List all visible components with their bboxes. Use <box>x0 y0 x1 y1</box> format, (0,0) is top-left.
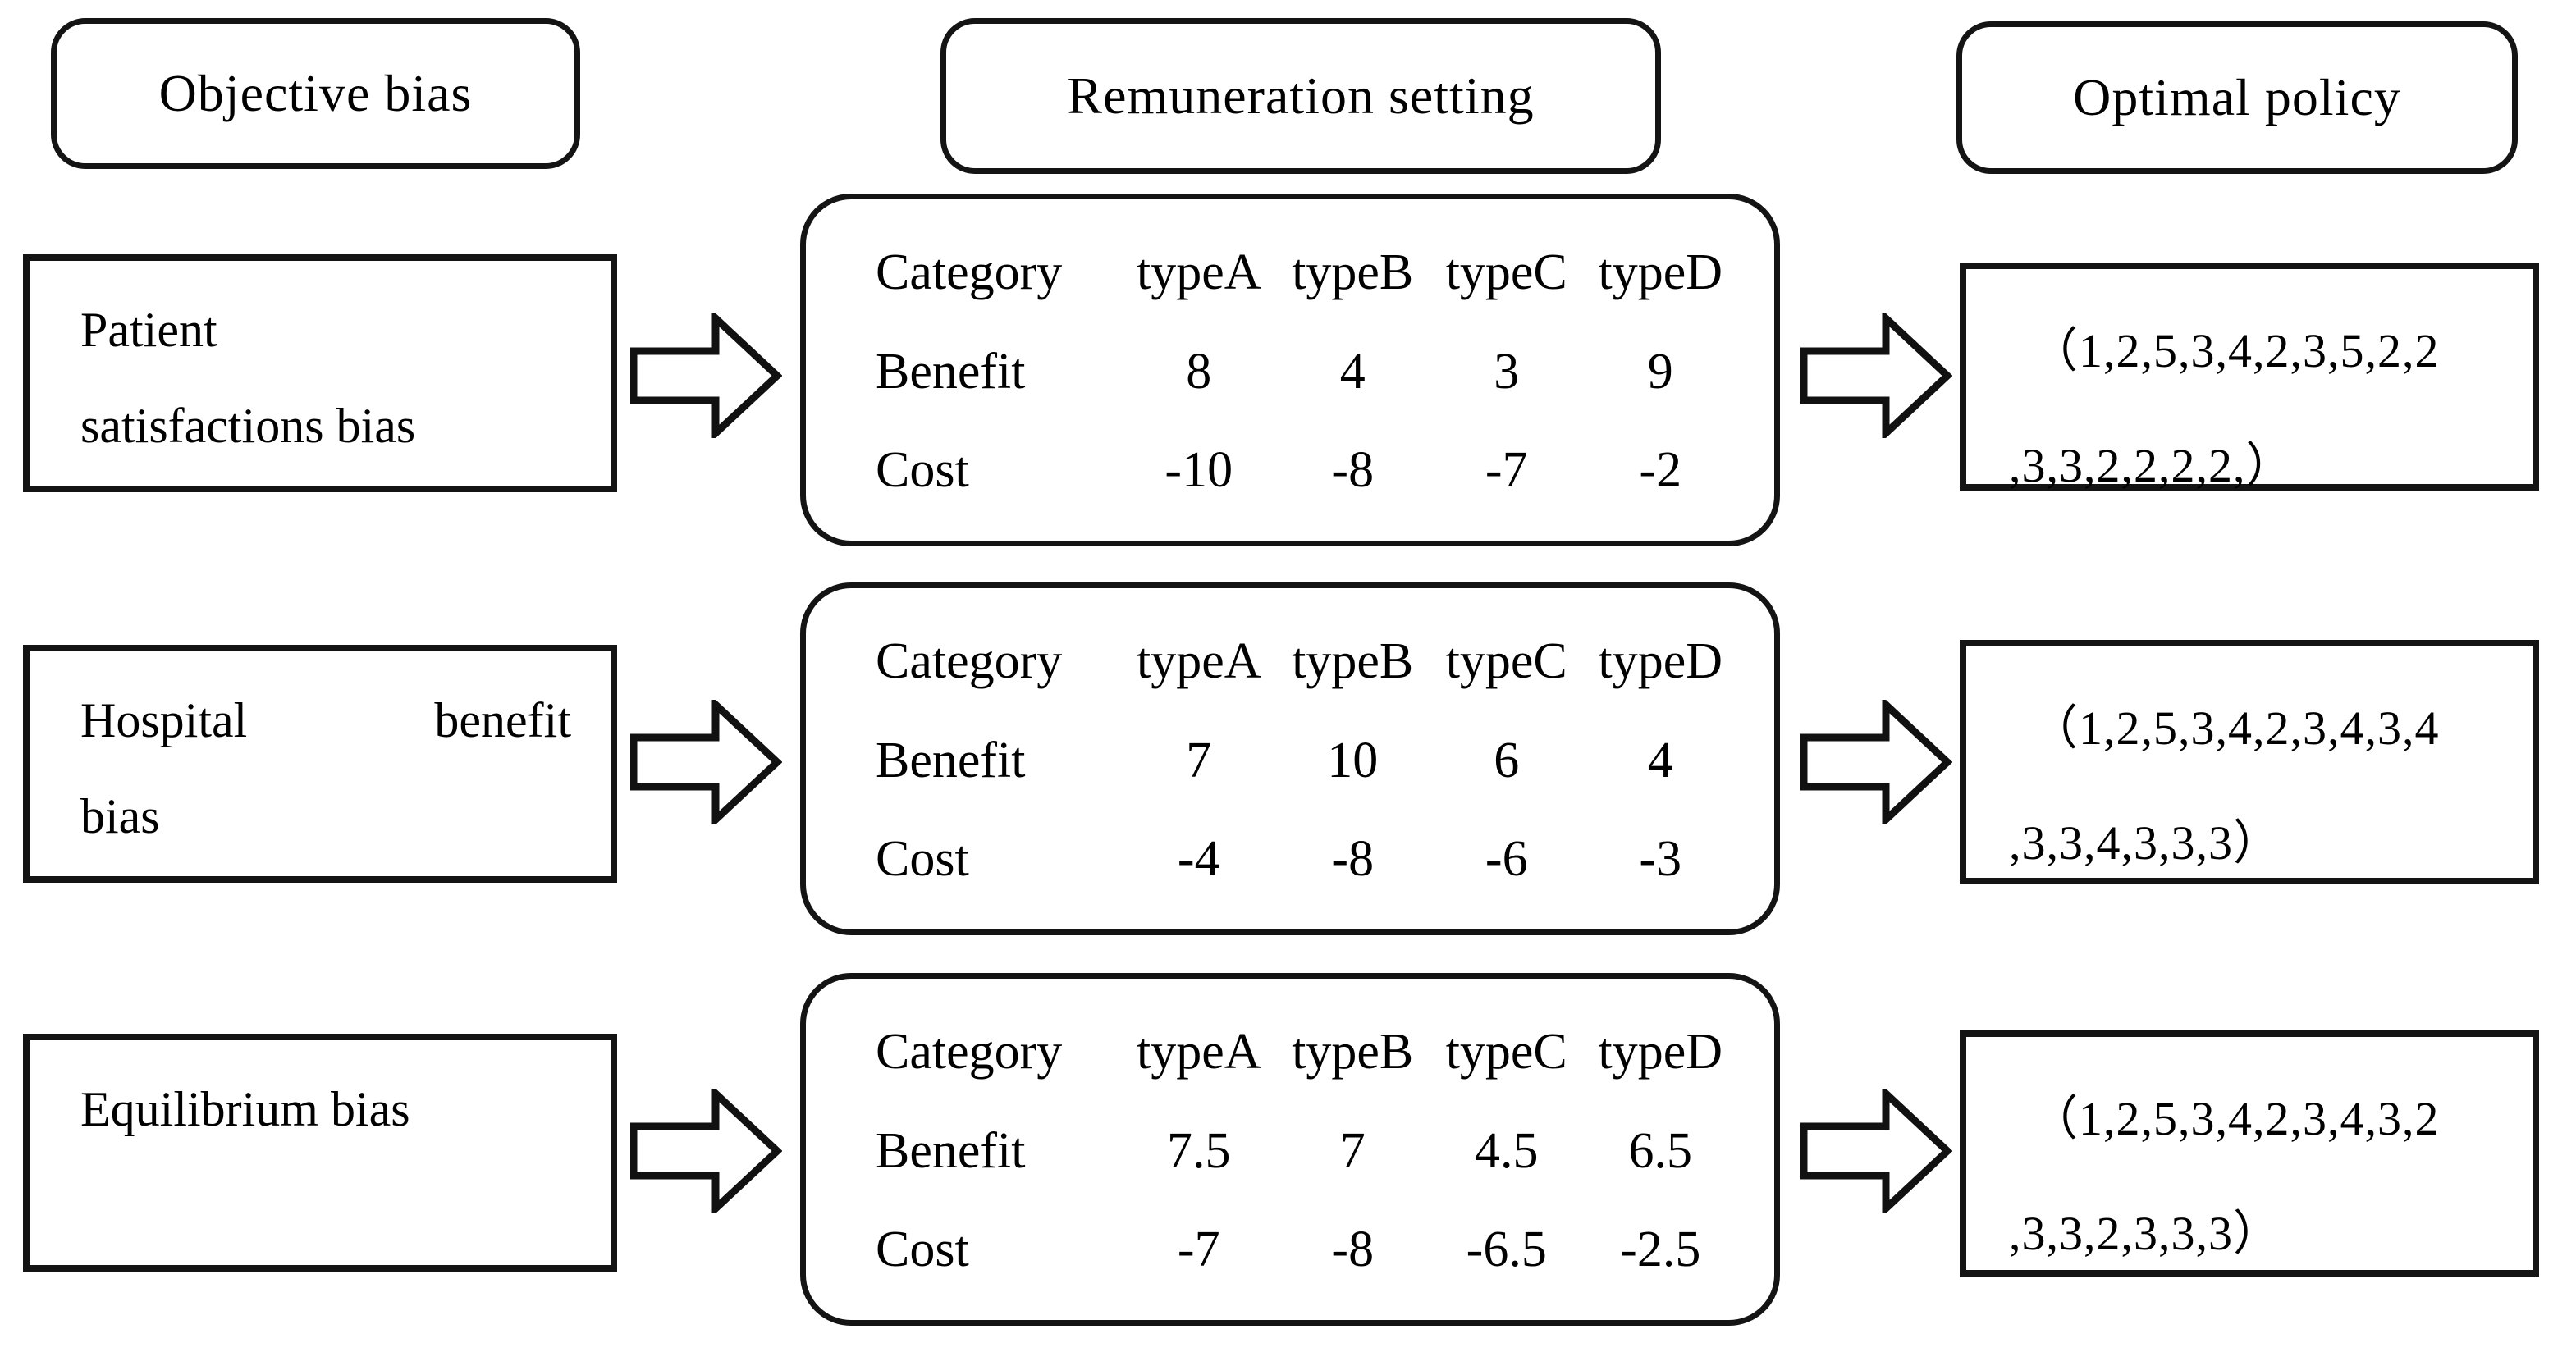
right-block-arrow-icon <box>1800 700 1952 824</box>
column-header-typeC: typeC <box>1445 244 1567 300</box>
column-header-typeD: typeD <box>1598 244 1723 300</box>
bias-label-line2: bias <box>80 789 160 843</box>
cost-value-typeD: -3 <box>1639 831 1682 887</box>
optimal-policy-box-hospital: （1,2,5,3,4,2,3,4,3,4 ,3,3,4,3,3,3） <box>1960 640 2539 884</box>
cost-value-typeB: -8 <box>1331 1222 1375 1277</box>
benefit-value-typeD: 9 <box>1647 343 1673 400</box>
policy-line1: （1,2,5,3,4,2,3,5,2,2 <box>2030 324 2440 377</box>
right-block-arrow-icon <box>1800 1089 1952 1213</box>
benefit-value-typeD: 6.5 <box>1628 1122 1693 1179</box>
bias-label-line1: Patient <box>80 303 217 357</box>
bias-label-line1: Hospital benefit <box>80 693 571 747</box>
cost-label: Cost <box>876 831 969 887</box>
column-header-category: Category <box>876 1024 1063 1080</box>
benefit-value-typeA: 7 <box>1186 732 1212 788</box>
benefit-row: Benefit 8 4 3 9 <box>876 346 1737 397</box>
right-block-arrow-icon <box>630 700 782 824</box>
column-header-typeB: typeB <box>1292 1024 1414 1080</box>
remuneration-table-hospital: Category typeA typeB typeC typeD Benefit… <box>800 582 1780 935</box>
cost-value-typeC: -6.5 <box>1466 1222 1547 1277</box>
benefit-value-typeC: 4.5 <box>1475 1122 1539 1179</box>
column-header-category: Category <box>876 633 1063 689</box>
header-optimal-policy-label: Optimal policy <box>2073 68 2401 126</box>
cost-value-typeD: -2.5 <box>1620 1222 1701 1277</box>
benefit-label: Benefit <box>876 343 1026 400</box>
cost-value-typeC: -6 <box>1485 831 1528 887</box>
cost-value-typeA: -7 <box>1177 1222 1220 1277</box>
cost-value-typeA: -10 <box>1164 442 1233 498</box>
cost-label: Cost <box>876 442 969 498</box>
table-header-row: Category typeA typeB typeC typeD <box>876 1026 1737 1077</box>
cost-row: Cost -4 -8 -6 -3 <box>876 834 1737 884</box>
column-header-typeA: typeA <box>1136 1024 1261 1080</box>
bias-label-line2: satisfactions bias <box>80 399 416 453</box>
bias-box-patient-satisfactions: Patient satisfactions bias <box>23 254 617 492</box>
column-header-typeB: typeB <box>1292 244 1414 300</box>
benefit-value-typeC: 6 <box>1494 732 1520 788</box>
benefit-value-typeD: 4 <box>1647 732 1673 788</box>
benefit-row: Benefit 7.5 7 4.5 6.5 <box>876 1126 1737 1176</box>
bias-label-line1: Equilibrium bias <box>80 1082 410 1136</box>
policy-line1: （1,2,5,3,4,2,3,4,3,2 <box>2030 1092 2440 1145</box>
column-header-category: Category <box>876 244 1063 300</box>
header-remuneration-setting: Remuneration setting <box>940 18 1661 174</box>
benefit-value-typeA: 8 <box>1186 343 1212 400</box>
benefit-value-typeB: 7 <box>1339 1122 1366 1179</box>
column-header-typeC: typeC <box>1445 633 1567 689</box>
header-optimal-policy: Optimal policy <box>1956 21 2518 174</box>
policy-line2: ,3,3,2,2,2,2,） <box>2009 439 2295 492</box>
column-header-typeA: typeA <box>1136 244 1261 300</box>
benefit-value-typeC: 3 <box>1494 343 1520 400</box>
cost-value-typeB: -8 <box>1331 831 1375 887</box>
header-remuneration-setting-label: Remuneration setting <box>1067 66 1535 125</box>
cost-label: Cost <box>876 1222 969 1277</box>
cost-value-typeB: -8 <box>1331 442 1375 498</box>
optimal-policy-box-patient: （1,2,5,3,4,2,3,5,2,2 ,3,3,2,2,2,2,） <box>1960 263 2539 492</box>
cost-row: Cost -7 -8 -6.5 -2.5 <box>876 1224 1737 1275</box>
column-header-typeC: typeC <box>1445 1024 1567 1080</box>
column-header-typeD: typeD <box>1598 633 1723 689</box>
remuneration-table-equilibrium: Category typeA typeB typeC typeD Benefit… <box>800 973 1780 1326</box>
column-header-typeD: typeD <box>1598 1024 1723 1080</box>
cost-value-typeC: -7 <box>1485 442 1528 498</box>
cost-row: Cost -10 -8 -7 -2 <box>876 445 1737 496</box>
table-header-row: Category typeA typeB typeC typeD <box>876 247 1737 298</box>
optimal-policy-box-equilibrium: （1,2,5,3,4,2,3,4,3,2 ,3,3,2,3,3,3） <box>1960 1030 2539 1277</box>
remuneration-table-patient: Category typeA typeB typeC typeD Benefit… <box>800 194 1780 546</box>
benefit-row: Benefit 7 10 6 4 <box>876 735 1737 786</box>
policy-line2: ,3,3,2,3,3,3） <box>2009 1207 2282 1260</box>
column-header-typeB: typeB <box>1292 633 1414 689</box>
benefit-value-typeB: 4 <box>1339 343 1366 400</box>
bias-box-hospital-benefit: Hospital benefit bias <box>23 645 617 883</box>
cost-value-typeA: -4 <box>1177 831 1220 887</box>
table-header-row: Category typeA typeB typeC typeD <box>876 636 1737 687</box>
cost-value-typeD: -2 <box>1639 442 1682 498</box>
header-objective-bias: Objective bias <box>51 18 580 169</box>
right-block-arrow-icon <box>630 1089 782 1213</box>
right-block-arrow-icon <box>1800 313 1952 438</box>
bias-box-equilibrium: Equilibrium bias <box>23 1034 617 1272</box>
benefit-label: Benefit <box>876 732 1026 788</box>
right-block-arrow-icon <box>630 313 782 438</box>
policy-line1: （1,2,5,3,4,2,3,4,3,4 <box>2030 701 2440 755</box>
header-objective-bias-label: Objective bias <box>158 64 473 122</box>
benefit-label: Benefit <box>876 1122 1026 1179</box>
column-header-typeA: typeA <box>1136 633 1261 689</box>
policy-line2: ,3,3,4,3,3,3） <box>2009 816 2282 870</box>
benefit-value-typeA: 7.5 <box>1167 1122 1231 1179</box>
benefit-value-typeB: 10 <box>1327 732 1379 788</box>
